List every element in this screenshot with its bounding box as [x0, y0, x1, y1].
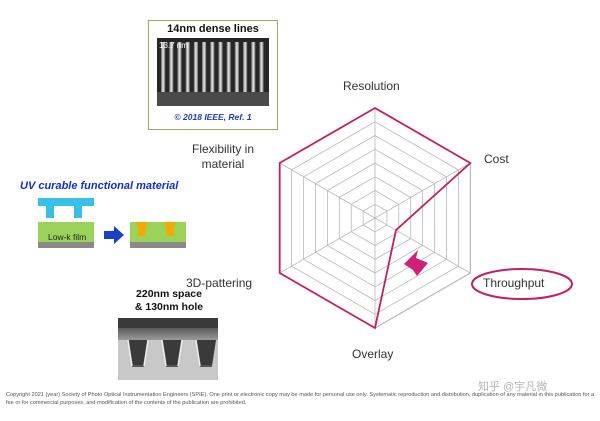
- radar-spoke-1: [374, 162, 471, 219]
- axis-label-flexibility: Flexibility in material: [192, 142, 254, 172]
- sem-line: [218, 42, 223, 94]
- sem-dense-lines-panel: 14nm dense lines 13.7 nm © 2018 IEEE, Re…: [148, 20, 278, 130]
- sem-3d-title: 220nm space & 130nm hole: [118, 288, 220, 314]
- axis-label-cost: Cost: [484, 152, 509, 166]
- sem-dense-lines-title: 14nm dense lines: [167, 23, 259, 35]
- imprint-stamp: [38, 198, 94, 218]
- sem-3d-title-line1: 220nm space: [136, 288, 202, 300]
- sem-3d-title-line2: & 130nm hole: [134, 301, 204, 313]
- radar-series-polygon: [278, 106, 472, 330]
- copyright-notice: Copyright 2021 (year) Society of Photo O…: [6, 392, 595, 406]
- sem-line: [177, 42, 182, 94]
- axis-label-3d-patterning: 3D-pattering: [186, 276, 253, 290]
- improvement-arrow: [404, 250, 428, 276]
- sem-line: [259, 42, 264, 94]
- sem-line: [243, 42, 248, 94]
- uv-imprint-diagram: [38, 198, 186, 248]
- axis-label-throughput: Throughput: [483, 276, 545, 290]
- sem-dimension-label: 13.7 nm: [159, 41, 188, 50]
- throughput-highlight-ellipse: [471, 268, 573, 300]
- lowk-film-label: Low-k film: [48, 232, 87, 242]
- watermark: 知乎 @宇凡微: [478, 381, 548, 393]
- axis-label-flexibility-line1: Flexibility in: [192, 142, 255, 156]
- sem-line: [226, 42, 231, 94]
- radar-spoke-5: [279, 162, 376, 219]
- radar-grid: [279, 107, 471, 329]
- sem-line: [251, 42, 256, 94]
- sem-line: [234, 42, 239, 94]
- sem-line: [202, 42, 207, 94]
- radar-spoke-4: [279, 217, 376, 274]
- uv-curable-title: UV curable functional material: [20, 180, 179, 192]
- lowk-stack-left: [38, 222, 94, 248]
- sem-line: [169, 42, 174, 94]
- sem-line: [193, 42, 198, 94]
- axis-label-overlay: Overlay: [352, 347, 394, 361]
- sem-line: [185, 42, 190, 94]
- radar-spoke-2: [374, 217, 471, 274]
- process-arrow: [104, 226, 124, 244]
- sem-line: [161, 42, 166, 94]
- radar-series: [278, 106, 472, 330]
- sem-3d-image: [118, 318, 218, 380]
- sem-credit: © 2018 IEEE, Ref. 1: [174, 112, 252, 122]
- sem-line: [210, 42, 215, 94]
- axis-label-resolution: Resolution: [343, 79, 400, 93]
- sem-dense-lines-image: [157, 38, 269, 106]
- axis-label-flexibility-line2: material: [201, 157, 245, 171]
- lowk-stack-right: [130, 222, 186, 248]
